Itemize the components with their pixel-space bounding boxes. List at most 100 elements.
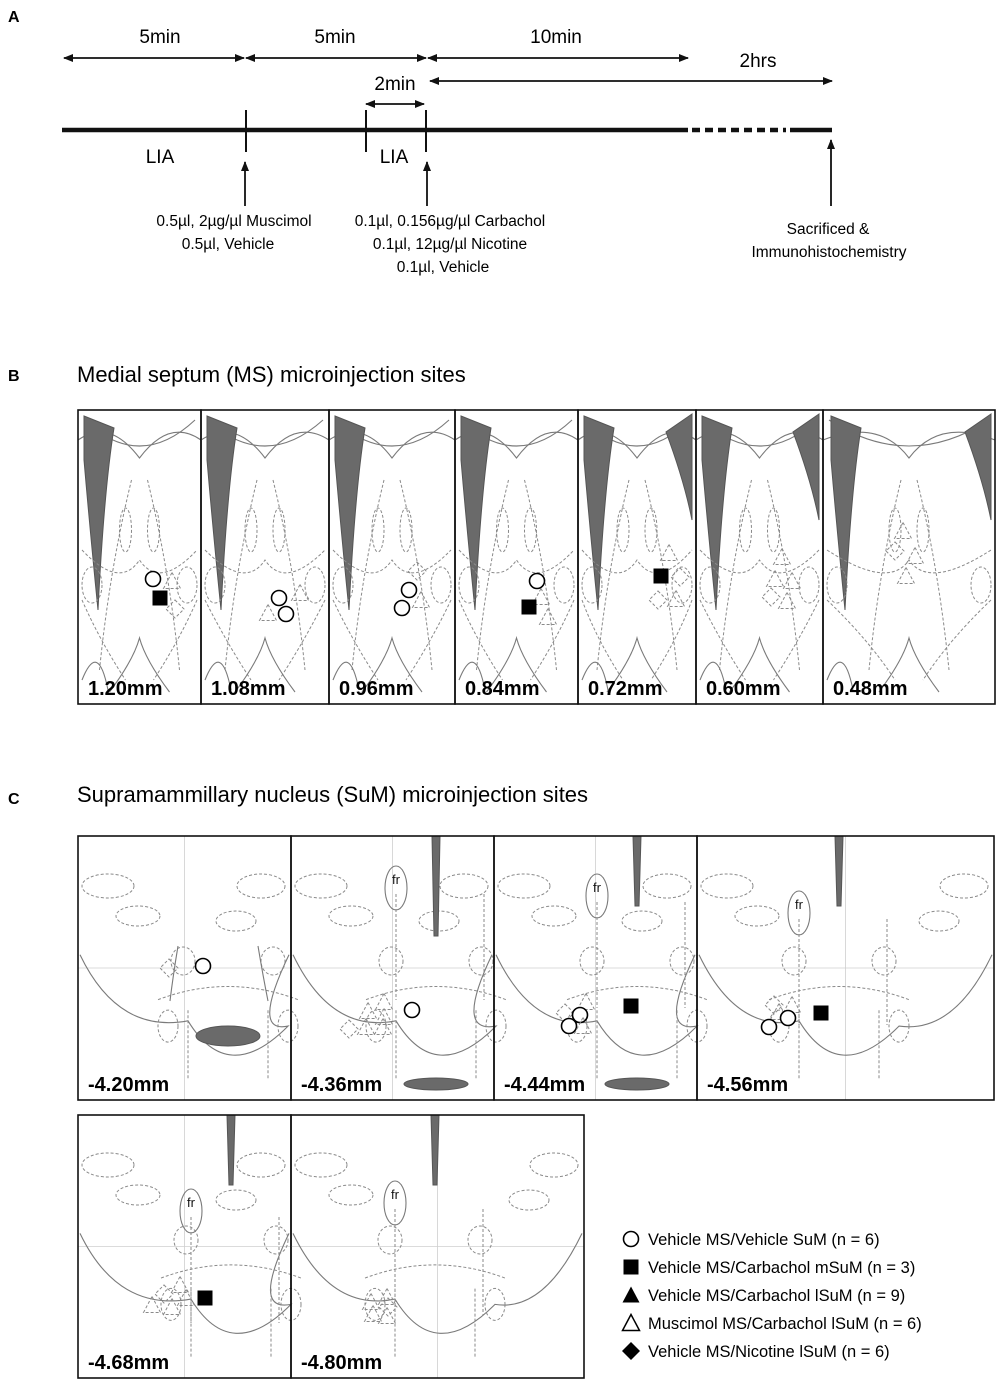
ms-marker-circle: [393, 599, 411, 617]
ms-marker-diamond: [761, 587, 781, 607]
sum-marker-triangle: [363, 1304, 383, 1322]
sum-marker-open-triangle: [377, 1287, 397, 1305]
sum-marker-triangle: [356, 1017, 376, 1035]
ms-marker-triangle: [905, 546, 925, 564]
ms-marker-open-triangle: [782, 571, 802, 589]
endpoint-line-1: Sacrificed &: [787, 221, 870, 238]
ms-marker-diamond: [885, 541, 905, 561]
legend-item: Muscimol MS/Carbachol lSuM (n = 6): [621, 1312, 922, 1333]
ms-marker-open-triangle: [772, 547, 792, 565]
legend-open-triangle-symbol: [621, 1312, 641, 1332]
ms-marker-open-triangle: [896, 566, 916, 584]
ms-section-3: 0.96mm: [328, 409, 456, 705]
ms-marker-diamond: [165, 599, 185, 619]
legend-item: Vehicle MS/Nicotine lSuM (n = 6): [622, 1342, 890, 1361]
ms-section-markers: [761, 547, 802, 609]
ms-marker-circle: [270, 589, 288, 607]
panel-c-letter: C: [8, 791, 20, 808]
ms-marker-diamond: [407, 561, 427, 581]
sum-section-markers: [361, 1287, 398, 1324]
legend-item: Vehicle MS/Vehicle SuM (n = 6): [622, 1230, 880, 1249]
ms-section-label: 0.72mm: [588, 678, 663, 700]
sum-marker-triangle: [142, 1295, 162, 1313]
panel-c: C Supramammillary nucleus (SuM) microinj…: [8, 782, 995, 1379]
fr-label: fr: [795, 897, 804, 912]
sum-section-label: -4.36mm: [301, 1074, 382, 1096]
ms-marker-triangle: [765, 569, 785, 587]
sum-section-3: fr-4.44mm: [493, 835, 708, 1101]
sum-marker-square: [813, 1005, 829, 1021]
sum-section-frame: [290, 1114, 585, 1379]
sum-section-6: fr-4.80mm: [290, 1114, 585, 1379]
lia-label-1: LIA: [146, 147, 175, 168]
sum-section-1: -4.20mm: [77, 835, 299, 1101]
fr-label: fr: [392, 872, 401, 887]
legend-label: Vehicle MS/Carbachol lSuM (n = 9): [648, 1287, 905, 1305]
ms-section-label: 0.84mm: [465, 678, 540, 700]
duration-label-1: 5min: [139, 27, 180, 48]
ms-marker-triangle: [162, 571, 182, 589]
ms-section-5: 0.72mm: [577, 409, 697, 705]
ms-section-label: 0.60mm: [706, 678, 781, 700]
legend-label: Vehicle MS/Vehicle SuM (n = 6): [648, 1231, 880, 1249]
legend-circle-symbol: [622, 1230, 640, 1248]
sum-marker-triangle: [377, 1306, 397, 1324]
legend-label: Vehicle MS/Nicotine lSuM (n = 6): [648, 1343, 890, 1361]
ms-section-4: 0.84mm: [454, 409, 579, 705]
ms-section-strip: 1.20mm 1.08mm 0.96mm 0.84mm 0.72mm 0.60mm 0.48…: [77, 409, 996, 705]
duration-label-2: 5min: [314, 27, 355, 48]
panel-b: B Medial septum (MS) microinjection site…: [8, 362, 996, 705]
injection-2-line-2: 0.1µl, 12µg/µl Nicotine: [373, 236, 527, 253]
sum-section-2: fr -4.36mm: [290, 835, 507, 1101]
sum-section-5: fr -4.68mm: [77, 1114, 302, 1379]
ms-section-frame: [822, 409, 996, 705]
sum-section-label: -4.68mm: [88, 1352, 169, 1374]
ms-section-label: 1.20mm: [88, 678, 163, 700]
ms-marker-triangle: [290, 583, 310, 601]
ms-marker-diamond: [648, 590, 668, 610]
injection-1-line-2: 0.5µl, Vehicle: [182, 236, 275, 253]
sum-marker-circle: [560, 1017, 578, 1035]
legend-label: Vehicle MS/Carbachol mSuM (n = 3): [648, 1259, 915, 1277]
sum-section-markers: [555, 992, 639, 1035]
sum-marker-triangle: [374, 1007, 394, 1025]
sum-marker-diamond: [154, 1284, 174, 1304]
sum-marker-triangle: [373, 1017, 393, 1035]
sum-section-markers: [760, 995, 829, 1036]
sum-marker-triangle: [358, 1001, 378, 1019]
sum-marker-circle: [403, 1001, 421, 1019]
panel-a-letter: A: [8, 9, 20, 26]
legend: Vehicle MS/Vehicle SuM (n = 6) Vehicle MS…: [621, 1230, 922, 1361]
fr-label: fr: [187, 1195, 196, 1210]
ms-section-markers: [648, 543, 690, 610]
ms-marker-square: [152, 590, 168, 606]
sum-marker-circle: [760, 1018, 778, 1036]
ms-marker-open-triangle: [258, 603, 278, 621]
injection-2-line-3: 0.1µl, Vehicle: [397, 259, 490, 276]
legend-triangle-symbol: [622, 1286, 640, 1303]
ms-section-2: 1.08mm: [200, 409, 330, 705]
ms-marker-triangle: [666, 589, 686, 607]
sum-marker-triangle: [176, 1288, 196, 1306]
fr-label: fr: [391, 1187, 400, 1202]
sum-marker-diamond: [159, 958, 179, 978]
ms-marker-triangle: [538, 607, 558, 625]
ms-marker-circle: [528, 572, 546, 590]
ms-section-label: 0.96mm: [339, 678, 414, 700]
ms-section-1: 1.20mm: [77, 409, 202, 705]
legend-item: Vehicle MS/Carbachol mSuM (n = 3): [623, 1259, 915, 1277]
sum-marker-open-triangle: [170, 1275, 190, 1293]
sum-section-markers: [339, 992, 421, 1039]
legend-square-symbol: [623, 1259, 639, 1275]
ms-marker-open-triangle: [531, 587, 551, 605]
injection-2-line-1: 0.1µl, 0.156µg/µl Carbachol: [355, 213, 546, 230]
fr-label: fr: [593, 880, 602, 895]
ms-marker-square: [521, 599, 537, 615]
ms-section-markers: [885, 521, 925, 584]
sum-section-label: -4.56mm: [707, 1074, 788, 1096]
panel-b-letter: B: [8, 368, 20, 385]
sum-section-markers: [159, 957, 212, 978]
ms-section-label: 0.48mm: [833, 678, 908, 700]
ms-marker-circle: [400, 581, 418, 599]
